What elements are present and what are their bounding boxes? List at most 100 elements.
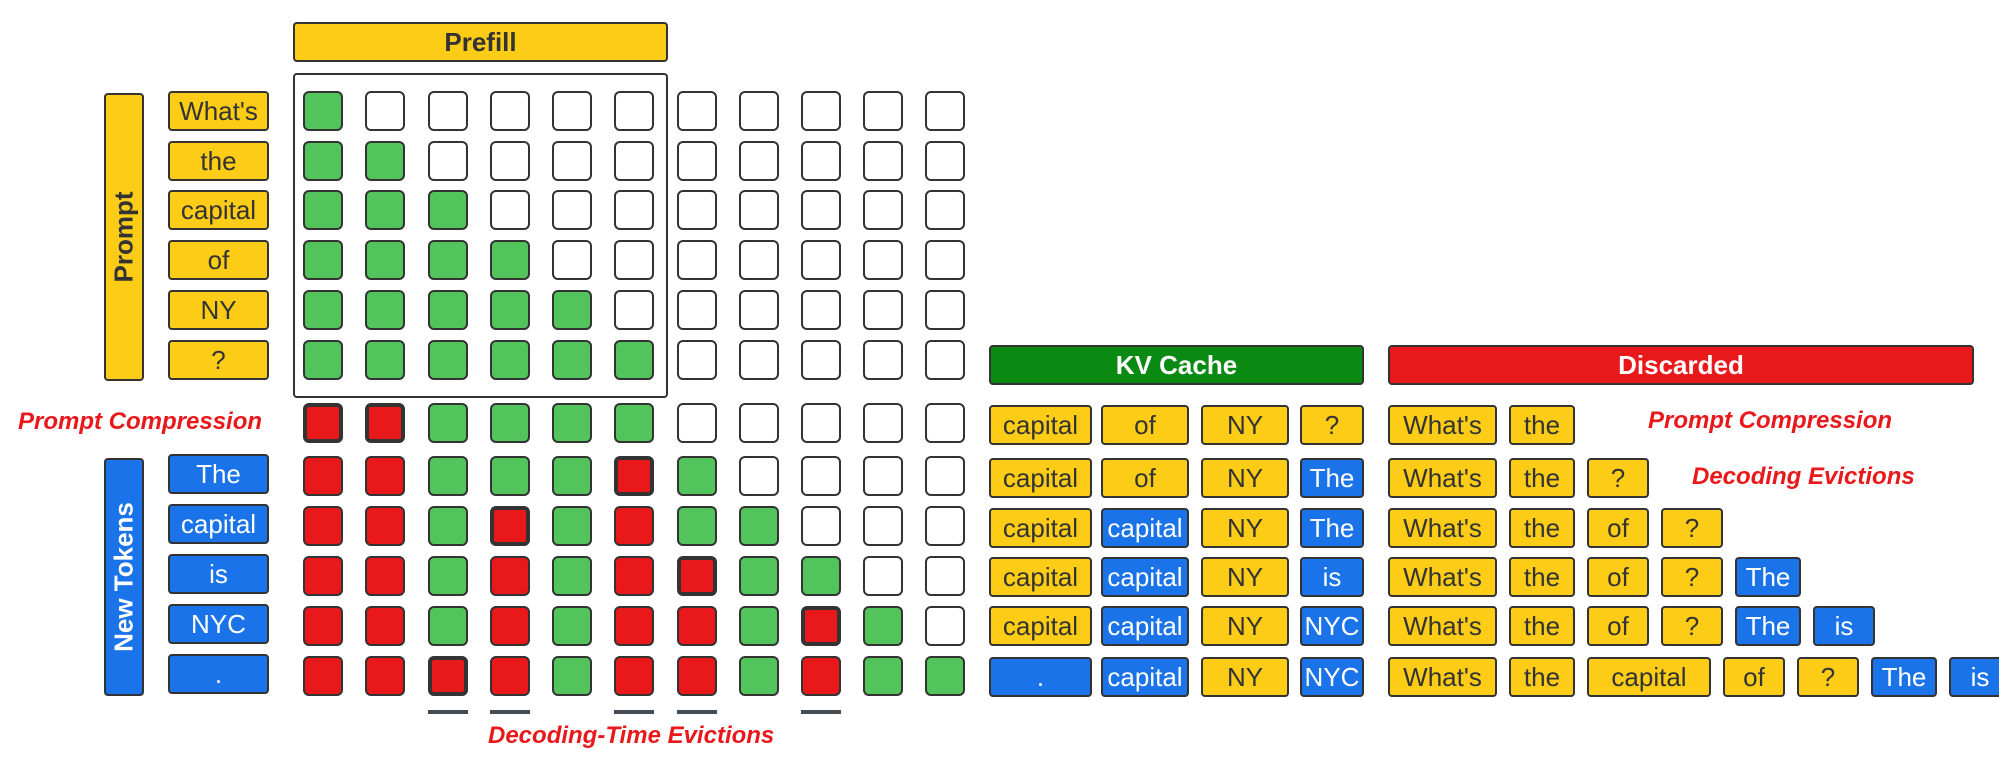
discarded-token: the [1509,657,1575,697]
matrix-cell-evicted [614,606,654,646]
matrix-cell-kept [365,340,405,380]
matrix-cell-kept [490,290,530,330]
matrix-cell-kept [303,190,343,230]
matrix-cell-kept [303,141,343,181]
decoding-time-evictions-label: Decoding-Time Evictions [488,722,775,749]
prompt-token: What's [168,91,269,131]
matrix-cell-empty [801,141,841,181]
matrix-cell-kept [490,240,530,280]
matrix-cell-evicted [303,506,343,546]
matrix-cell-empty [863,556,903,596]
matrix-cell-eviction-event [365,403,405,443]
discarded-token: What's [1388,557,1497,597]
matrix-cell-empty [739,456,779,496]
kv-cache-token: capital [989,606,1092,646]
matrix-cell-kept [365,190,405,230]
discarded-token: the [1509,606,1575,646]
matrix-cell-kept [490,456,530,496]
matrix-cell-kept [428,290,468,330]
new-token: NYC [168,604,269,644]
matrix-cell-empty [365,91,405,131]
kv-cache-token: NY [1201,557,1289,597]
matrix-cell-empty [552,141,592,181]
discarded-token: of [1587,508,1649,548]
matrix-cell-evicted [303,606,343,646]
matrix-cell-kept [677,506,717,546]
matrix-cell-kept [863,656,903,696]
eviction-tick [677,710,717,714]
matrix-cell-kept [552,606,592,646]
matrix-cell-empty [801,340,841,380]
discarded-token: the [1509,458,1575,498]
matrix-cell-empty [863,506,903,546]
matrix-cell-kept [677,456,717,496]
matrix-cell-kept [739,656,779,696]
matrix-cell-eviction-event [490,506,530,546]
matrix-cell-kept [428,240,468,280]
matrix-cell-evicted [614,556,654,596]
matrix-cell-kept [925,656,965,696]
matrix-cell-evicted [365,606,405,646]
eviction-tick [490,710,530,714]
kv-cache-token: . [989,657,1092,697]
prompt-token: the [168,141,269,181]
kv-cache-token: of [1101,405,1189,445]
matrix-cell-empty [677,290,717,330]
matrix-cell-empty [925,91,965,131]
matrix-cell-empty [739,290,779,330]
matrix-cell-eviction-event [677,556,717,596]
new-tokens-side-label-text: New Tokens [108,502,139,652]
matrix-cell-empty [925,340,965,380]
matrix-cell-evicted [614,506,654,546]
matrix-cell-empty [925,240,965,280]
kv-cache-token: NY [1201,405,1289,445]
matrix-cell-empty [614,190,654,230]
matrix-cell-kept [365,141,405,181]
prefill-frame [293,73,668,398]
matrix-cell-eviction-event [614,456,654,496]
prompt-compression-label-right: Prompt Compression [1648,407,1893,434]
matrix-cell-kept [365,240,405,280]
discarded-token: ? [1661,606,1723,646]
matrix-cell-kept [303,240,343,280]
matrix-cell-empty [739,91,779,131]
matrix-cell-kept [303,290,343,330]
matrix-cell-empty [925,403,965,443]
matrix-cell-empty [863,190,903,230]
matrix-cell-kept [428,556,468,596]
prompt-token: of [168,240,269,280]
matrix-cell-evicted [801,656,841,696]
discarded-token: is [1813,606,1875,646]
new-tokens-side-label: New Tokens [104,458,144,696]
matrix-cell-empty [490,190,530,230]
matrix-cell-kept [428,340,468,380]
matrix-cell-empty [925,506,965,546]
matrix-cell-empty [925,290,965,330]
new-token: capital [168,504,269,544]
matrix-cell-empty [801,240,841,280]
discarded-token: What's [1388,405,1497,445]
matrix-cell-evicted [365,556,405,596]
matrix-cell-kept [863,606,903,646]
matrix-cell-evicted [490,556,530,596]
matrix-cell-empty [614,91,654,131]
matrix-cell-empty [428,141,468,181]
matrix-cell-empty [925,456,965,496]
matrix-cell-kept [428,506,468,546]
matrix-cell-evicted [303,656,343,696]
matrix-cell-empty [614,240,654,280]
discarded-token: of [1723,657,1785,697]
kv-cache-token: NY [1201,606,1289,646]
discarded-token: ? [1797,657,1859,697]
prompt-side-label: Prompt [104,93,144,381]
matrix-cell-kept [552,340,592,380]
kv-cache-token: NY [1201,458,1289,498]
discarded-token: What's [1388,657,1497,697]
kv-cache-token: capital [989,458,1092,498]
matrix-cell-kept [303,91,343,131]
kv-cache-token: of [1101,458,1189,498]
eviction-tick [801,710,841,714]
matrix-cell-kept [428,403,468,443]
matrix-cell-kept [428,456,468,496]
matrix-cell-empty [739,340,779,380]
